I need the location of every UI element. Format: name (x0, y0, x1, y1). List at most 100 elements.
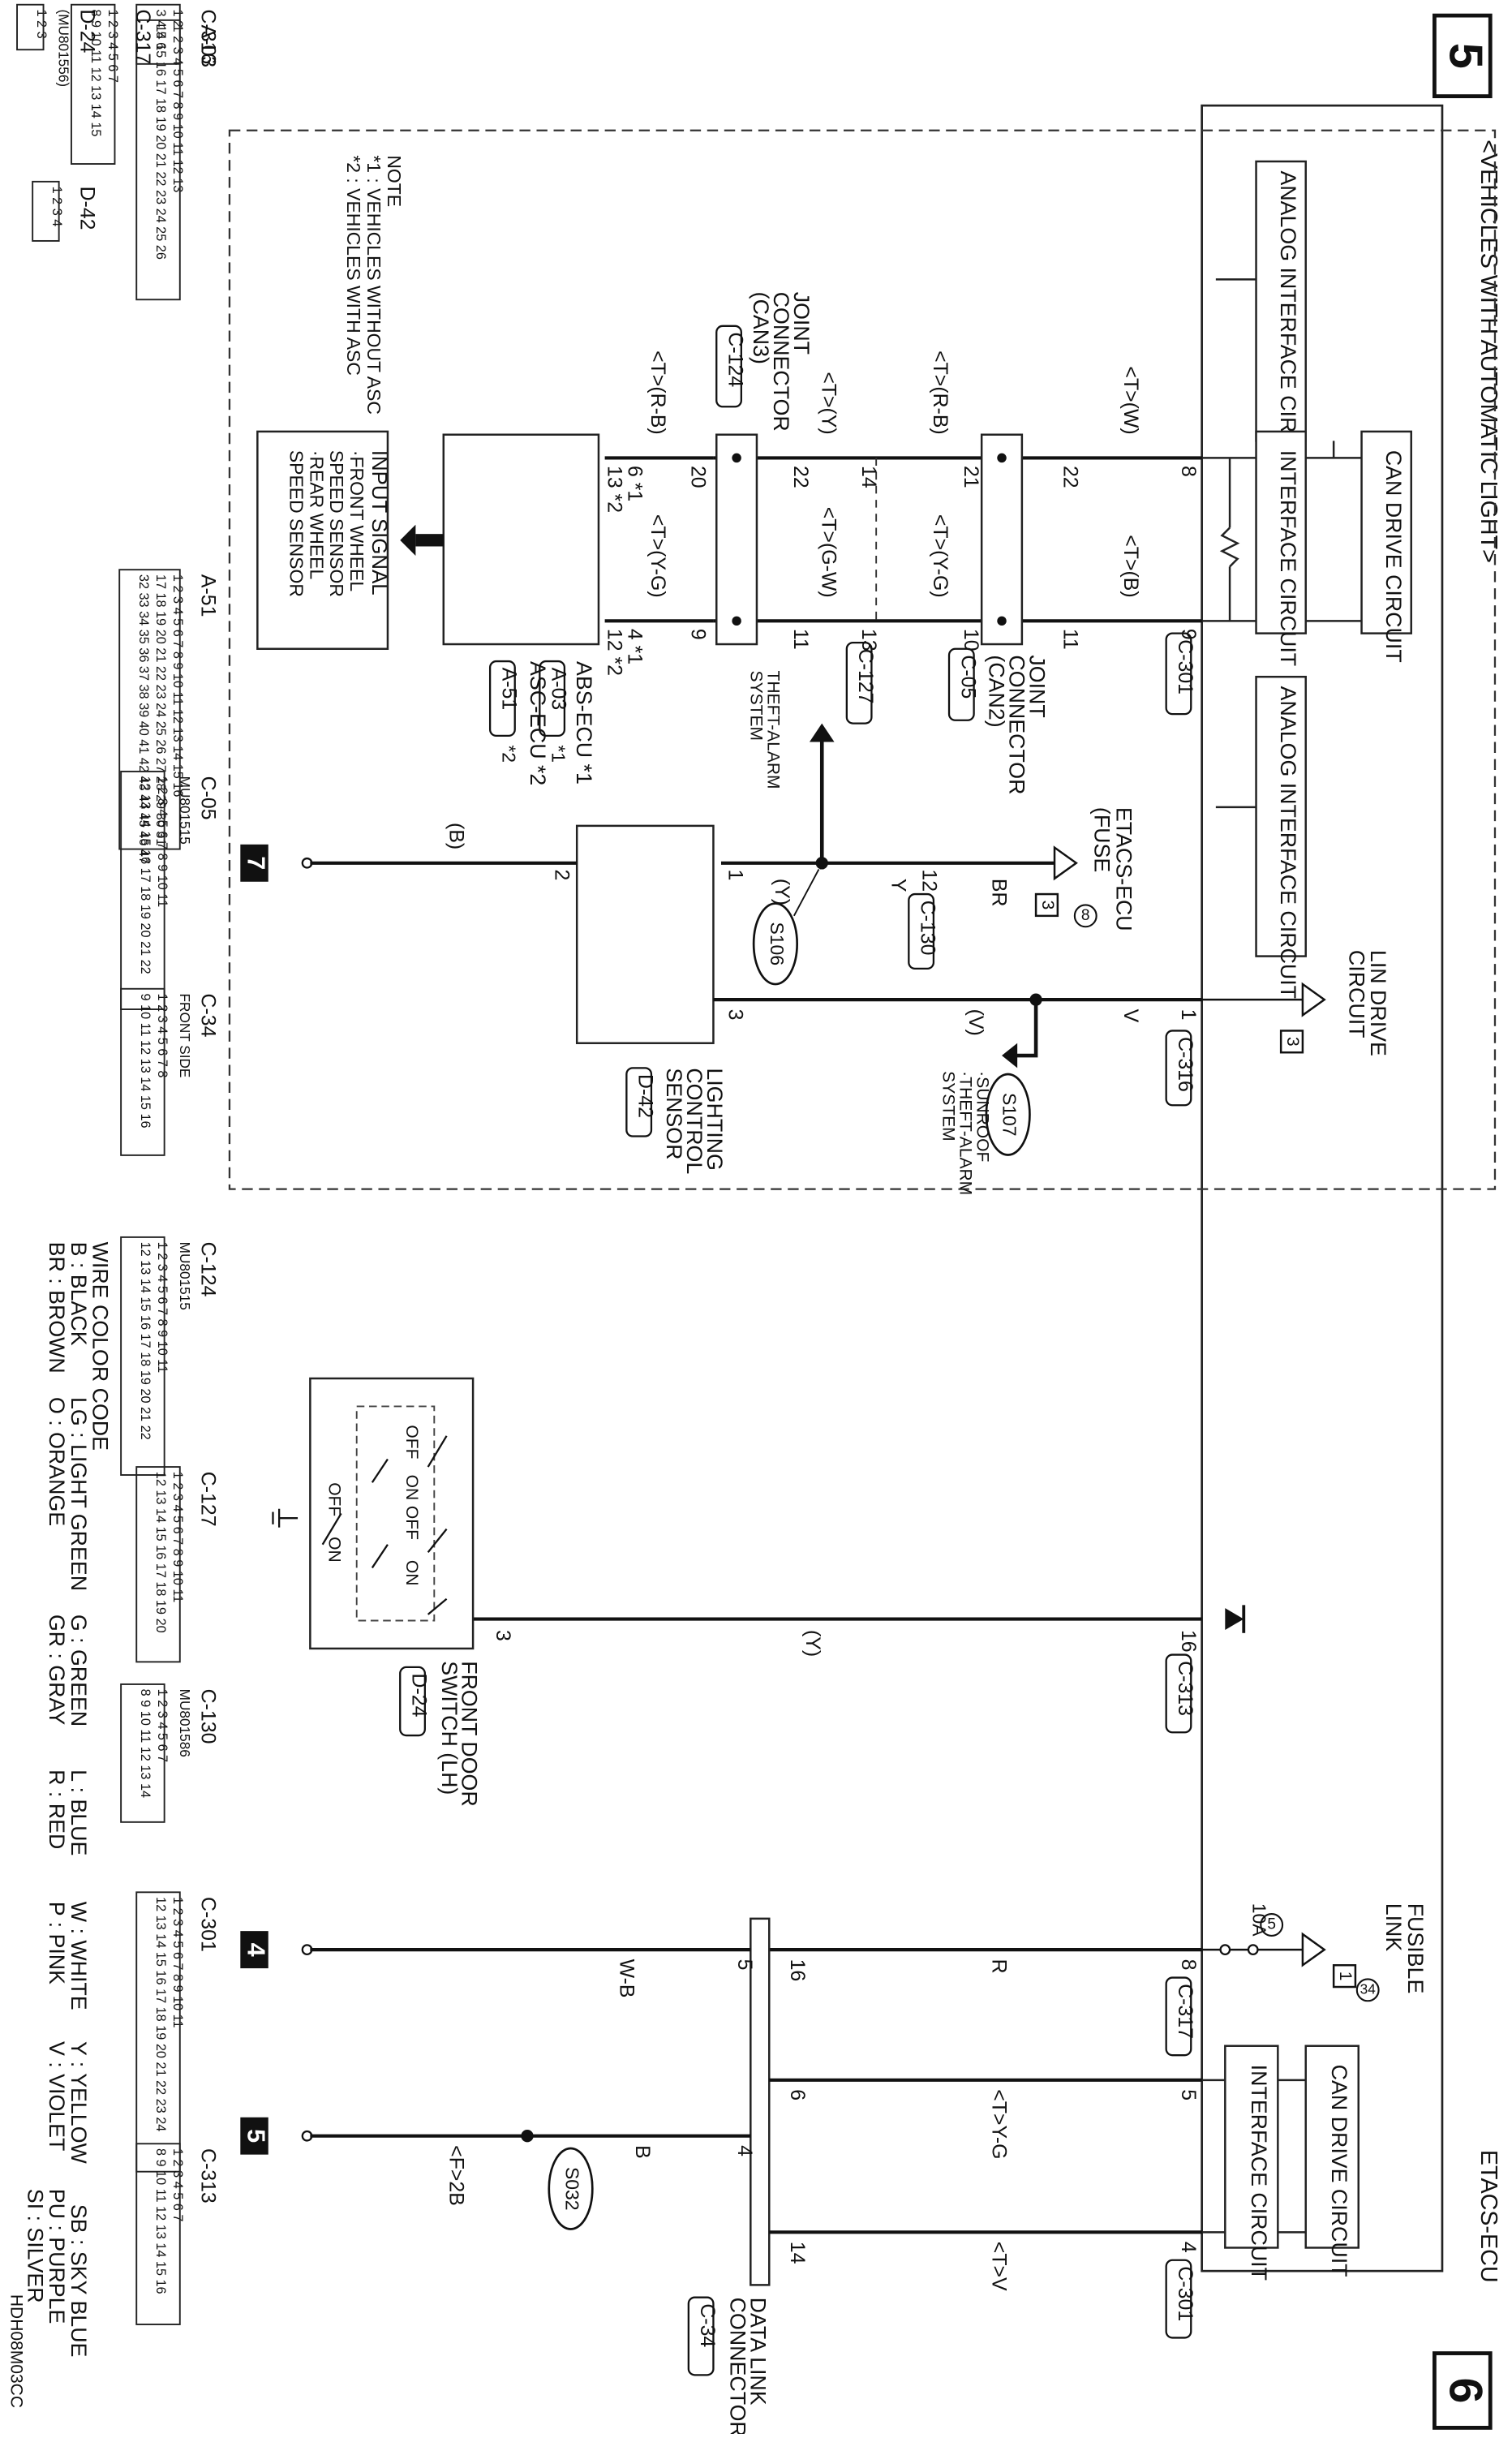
wire-label: <T>(R-B) (646, 350, 669, 435)
pin-label: 5 (1177, 2089, 1200, 2100)
diagram-root: 5 6 <VEHICLES WITH AUTOMATIC LIGHT> ETAC… (6, 3, 1501, 2437)
svg-text:ON: ON (402, 1475, 421, 1501)
wire-label: BR (988, 879, 1011, 907)
connector-view-id: C-130 (197, 1689, 220, 1744)
svg-text:SB : SKY BLUE: SB : SKY BLUE (67, 2204, 91, 2358)
svg-text:11: 11 (789, 629, 812, 650)
svg-text:7: 7 (242, 856, 269, 870)
fusible-link-label: LINK (1381, 1903, 1406, 1952)
svg-text:C-127: C-127 (854, 649, 877, 704)
sunroof-arrow (1002, 1043, 1018, 1069)
svg-text:BR : BROWN: BR : BROWN (45, 1242, 69, 1374)
connector-view-id: D-24 (75, 9, 98, 53)
etacs-fuse-label: ETACS-ECU (1111, 807, 1136, 931)
splice-s106 (752, 902, 799, 986)
svg-text:SPEED SENSOR: SPEED SENSOR (286, 450, 307, 597)
splice-s032-dot (521, 2130, 534, 2143)
connector-view-sub: MU801515 (177, 776, 193, 845)
wire-label: Y (887, 879, 909, 892)
can-drive-block-2: CAN DRIVE CIRCUIT (1304, 2045, 1360, 2277)
svg-text:20: 20 (687, 466, 710, 488)
wire-label: (V) (964, 1009, 987, 1036)
svg-text:(CAN2): (CAN2) (985, 655, 1009, 727)
leader (793, 868, 820, 917)
wire-label: <T>(Y-G) (929, 514, 951, 598)
connector-view-pins: 32 33 34 35 36 37 38 39 40 41 42 43 44 4… (136, 574, 151, 864)
ground-5-marker (240, 2117, 268, 2155)
connector-view-pins: 8 9 10 11 12 13 14 15 (88, 9, 103, 136)
page-number-box-right (1433, 2351, 1493, 2430)
door-switch-contacts (321, 1435, 448, 1615)
svg-text:22: 22 (789, 466, 812, 488)
connector-view-pins: 1 2 3 4 5 6 7 (105, 9, 120, 82)
svg-text:NOTE: NOTE (384, 155, 405, 207)
wire-label: <T>(Y) (817, 372, 840, 434)
svg-text:SPEED SENSOR: SPEED SENSOR (326, 450, 347, 597)
ground-7-terminal (301, 857, 313, 869)
pin-label: 1 (1177, 1009, 1200, 1021)
wire-label: <F>2B (445, 2145, 467, 2206)
page-number-box-left (1433, 13, 1493, 99)
pin-label: 3 (724, 1009, 747, 1021)
svg-text:OFF: OFF (402, 1425, 421, 1459)
svg-text:INTERFACE CIRCUIT: INTERFACE CIRCUIT (1276, 450, 1300, 666)
svg-text:O : ORANGE: O : ORANGE (45, 1397, 69, 1526)
connector-view-sub: (MU801556) (56, 9, 72, 87)
svg-text:CAN DRIVE CIRCUIT: CAN DRIVE CIRCUIT (1327, 2065, 1351, 2277)
connector-view-pins: 12 13 14 15 16 17 18 19 20 21 22 23 24 (153, 1897, 168, 2131)
connector-view-pins: 3 4 5 6 (153, 9, 168, 49)
svg-text:5: 5 (242, 2129, 269, 2143)
svg-text:S107: S107 (999, 1093, 1020, 1137)
svg-text:A-51: A-51 (497, 668, 520, 711)
door-switch-positions: OFF ON OFF ON OFF ON (324, 1425, 421, 1585)
svg-text:21: 21 (960, 466, 982, 488)
pin-label: 8 (1177, 1959, 1200, 1971)
svg-text:B : BLACK: B : BLACK (67, 1242, 91, 1346)
door-switch-ground (272, 1508, 299, 1528)
svg-text:OFF: OFF (402, 1506, 421, 1540)
lin-drive-label: LIN DRIVE (1366, 950, 1390, 1056)
svg-text:13: 13 (857, 629, 880, 651)
wire-label: <T>(G-W) (817, 507, 840, 598)
joint-connector-can3 (715, 433, 758, 646)
can-drive-block-1: CAN DRIVE CIRCUIT (1360, 430, 1412, 663)
connector-view-pins: 1 2 3 4 5 6 7 8 9 10 11 (155, 1242, 170, 1374)
connector-view-outline (16, 3, 45, 51)
svg-text:*2 : VEHICLES WITH ASC: *2 : VEHICLES WITH ASC (343, 155, 364, 376)
joint-connector-can2 (980, 433, 1024, 646)
svg-text:JOINT: JOINT (1024, 655, 1049, 717)
connector-view-pins: 1 2 3 4 5 6 7 8 9 10 11 (170, 1897, 185, 2028)
svg-text:34: 34 (1360, 1980, 1377, 1997)
connector-view-pins: 12 13 14 15 16 17 18 19 20 21 22 (138, 776, 152, 974)
svg-text:SYSTEM: SYSTEM (746, 671, 765, 741)
lighting-control-sensor-box (575, 824, 715, 1044)
connector-view-pins: 1 2 3 4 5 6 7 8 9 10 11 12 13 14 15 16 (170, 574, 185, 797)
connector-view-pins: 14 15 16 17 18 19 20 21 22 23 24 25 26 (153, 25, 168, 260)
svg-text:C-313: C-313 (1174, 1661, 1196, 1716)
front-door-switch-box (309, 1377, 475, 1650)
wire-label: (B) (445, 823, 467, 849)
svg-text:C-130: C-130 (917, 901, 939, 956)
analog-interface-block-2: ANALOG INTERFACE CIRCUIT (1255, 675, 1307, 999)
interface-block-2: INTERFACE CIRCUIT (1224, 2045, 1279, 2281)
svg-text:P : PINK: P : PINK (45, 1902, 69, 1984)
svg-text:CONNECTOR: CONNECTOR (725, 2298, 750, 2434)
svg-text:C-34: C-34 (696, 2303, 719, 2347)
wire-label: <T>Y-G (988, 2089, 1011, 2159)
connector-view-id: A-51 (197, 574, 220, 617)
connector-view-pins: 1 2 3 4 5 6 7 8 9 10 11 (155, 776, 170, 908)
connector-view-outline (32, 180, 60, 242)
fuse-terminal (1219, 1944, 1231, 1955)
svg-text:1: 1 (1336, 1971, 1355, 1981)
pin-label: 4 (733, 2145, 756, 2156)
pin-label: 3 (492, 1630, 514, 1641)
svg-text:C-317: C-317 (1174, 1984, 1196, 2039)
connector-view-pins: 1 2 3 4 5 6 7 (155, 1689, 170, 1762)
splice-s032 (548, 2147, 594, 2230)
etacs-ecu-title: ETACS-ECU (1475, 2150, 1501, 2283)
connector-view-outline (70, 3, 116, 166)
svg-text:L : BLUE: L : BLUE (67, 1769, 91, 1855)
